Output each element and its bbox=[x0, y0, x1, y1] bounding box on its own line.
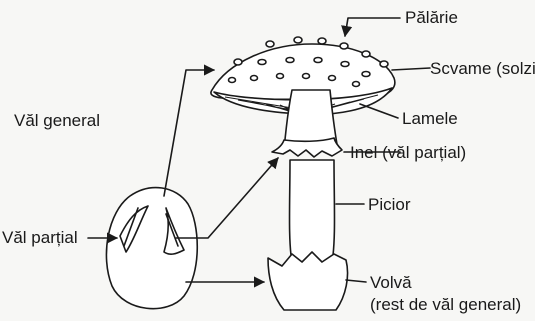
label-picior: Picior bbox=[368, 195, 411, 214]
label-lamele: Lamele bbox=[402, 109, 458, 128]
label-scvame: Scvame (solzi) bbox=[430, 59, 535, 78]
egg-stage bbox=[106, 188, 197, 309]
label-volva: Volvă bbox=[370, 273, 412, 292]
label-val-general: Văl general bbox=[14, 111, 100, 130]
stem-volva bbox=[268, 252, 348, 310]
stem-ring bbox=[272, 138, 342, 157]
label-inel: Inel (văl parțial) bbox=[350, 143, 466, 162]
label-volva-sub: (rest de văl general) bbox=[370, 295, 521, 314]
mushroom-stem bbox=[284, 90, 338, 262]
label-val-partial: Văl parțial bbox=[2, 228, 78, 247]
label-palarie: Pălărie bbox=[405, 8, 458, 27]
